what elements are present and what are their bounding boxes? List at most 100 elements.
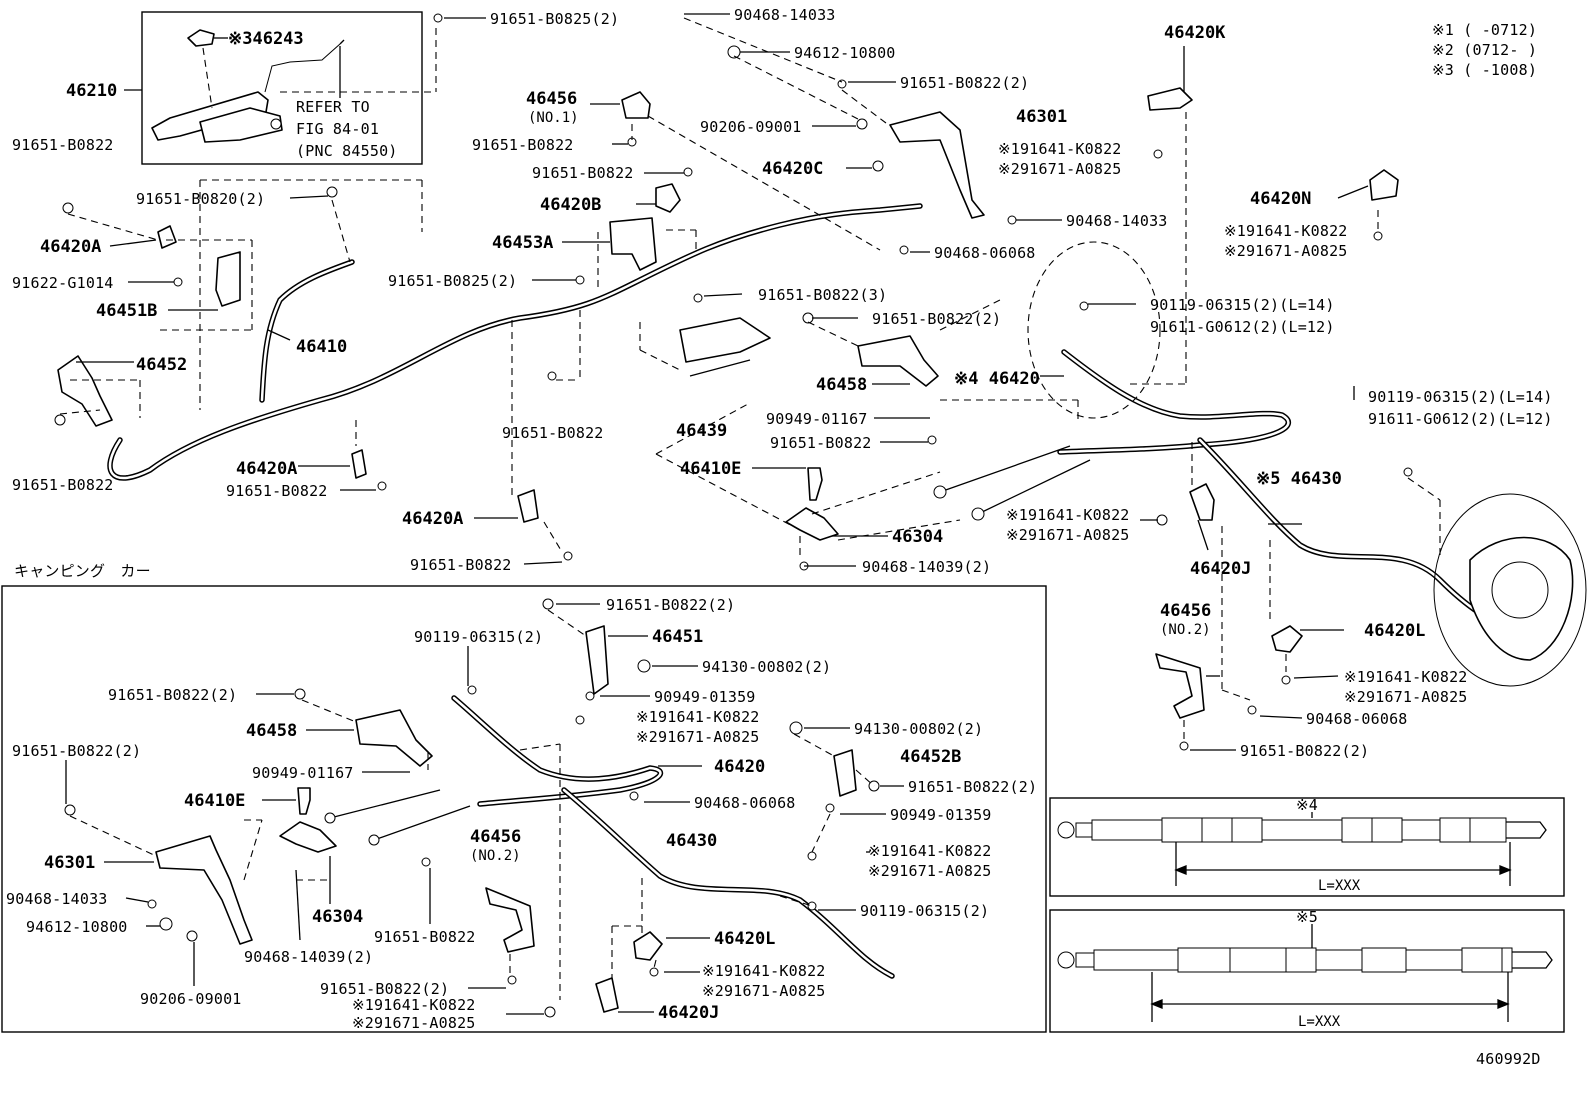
label-46439: 46439 <box>676 421 727 441</box>
c-label-k0822a: ※191641-K0822 <box>636 708 760 726</box>
label-46420L: 46420L <box>1364 621 1425 641</box>
label-b0822c: 91651-B0822 <box>532 164 634 182</box>
bracket-46420J-icon <box>1189 483 1215 521</box>
bracket-46420L-icon <box>1271 625 1303 653</box>
rear-cable-46420-icon <box>1057 349 1292 455</box>
camper-bracket-46456-icon <box>485 887 535 953</box>
c-label-06315b: 90119-06315(2) <box>860 902 989 920</box>
label-k0822d: ※191641-K0822 <box>1344 668 1468 686</box>
label-b0822-2b: 91651-B0822(2) <box>872 310 1001 328</box>
camper-bracket-46452B-icon <box>833 749 857 797</box>
label-b0822f: 91651-B0822 <box>12 476 114 494</box>
label-b0820: 91651-B0820(2) <box>136 190 265 208</box>
c-label-46420: 46420 <box>714 757 765 777</box>
label-a0825b: ※291671-A0825 <box>1224 242 1348 260</box>
detail-4-length: L=XXX <box>1318 878 1361 894</box>
main-labels: ※1 ( -0712) ※2 (0712- ) ※3 ( -1008) 4621… <box>12 6 1553 760</box>
label-06315a: 90119-06315(2)(L=14) <box>1150 296 1335 314</box>
main-leader-lines <box>76 13 1369 751</box>
c-label-46420J: 46420J <box>658 1003 719 1023</box>
bracket-46301-icon <box>889 111 985 219</box>
label-no2a: (NO.2) <box>1160 622 1211 638</box>
c-label-14033: 90468-14033 <box>6 890 108 908</box>
refer-line-2: FIG 84-01 <box>296 120 379 138</box>
c-label-b0822-2b: 91651-B0822(2) <box>108 686 237 704</box>
camper-lever-46304-icon <box>279 821 337 853</box>
camper-section-box <box>1 585 1047 1033</box>
lever-inset-box <box>141 11 423 165</box>
figure-id: 460992D <box>1476 1050 1541 1068</box>
label-g0612b: 91611-G0612(2)(L=12) <box>1368 410 1553 428</box>
label-46304: 46304 <box>892 527 943 547</box>
label-46456-no2: 46456 <box>1160 601 1211 621</box>
camper-labels: 91651-B0822(2) 46451 90119-06315(2) 9413… <box>6 596 1037 1032</box>
label-b0822-2c: 91651-B0822(2) <box>1240 742 1369 760</box>
label-14033a: 90468-14033 <box>734 6 836 24</box>
c-label-09001: 90206-09001 <box>140 990 242 1008</box>
cable-detail-4-icon <box>1057 817 1547 843</box>
bracket-46453A-icon <box>609 217 657 271</box>
c-label-b0822-2c: 91651-B0822(2) <box>12 742 141 760</box>
c-label-k0822d: ※191641-K0822 <box>352 996 476 1014</box>
label-09001a: 90206-09001 <box>700 118 802 136</box>
bracket-46420A-3-icon <box>517 489 539 523</box>
c-label-a0825a: ※291671-A0825 <box>636 728 760 746</box>
bracket-46456-icon <box>621 91 651 119</box>
label-46410E: 46410E <box>680 459 741 479</box>
label-b0822-3: 91651-B0822(3) <box>758 286 887 304</box>
label-g0612a: 91611-G0612(2)(L=12) <box>1150 318 1335 336</box>
label-46458: 46458 <box>816 375 867 395</box>
c-label-01167: 90949-01167 <box>252 764 354 782</box>
refer-line-1: REFER TO <box>296 98 370 116</box>
detail-5-box <box>1049 909 1565 1033</box>
label-94612a: 94612-10800 <box>794 44 896 62</box>
clip-46410E-icon <box>807 467 823 501</box>
bracket-46456-no2-icon <box>1155 653 1205 719</box>
label-k0822b: ※191641-K0822 <box>1224 222 1348 240</box>
rear-cable-46430-icon <box>1197 437 1513 633</box>
label-46453A: 46453A <box>492 233 553 253</box>
camper-bracket-46301-icon <box>155 835 253 945</box>
detail-5-title: ※5 <box>1296 908 1318 926</box>
label-46420J: 46420J <box>1190 559 1251 579</box>
camper-rod-2-icon <box>373 805 471 841</box>
detail-5-length: L=XXX <box>1298 1014 1341 1030</box>
camper-cable-46420-icon <box>451 695 664 807</box>
bracket-46458-icon <box>857 335 939 387</box>
c-label-01359b: 90949-01359 <box>890 806 992 824</box>
c-label-46301: 46301 <box>44 853 95 873</box>
label-k0822a: ※191641-K0822 <box>998 140 1122 158</box>
note-1: ※1 ( -0712) <box>1432 21 1537 39</box>
refer-line-3: (PNC 84550) <box>296 142 398 160</box>
label-b0822e: 91651-B0822 <box>502 424 604 442</box>
c-label-14039: 90468-14039(2) <box>244 948 373 966</box>
label-46420A-2: 46420A <box>236 459 297 479</box>
c-label-a0825c: ※291671-A0825 <box>702 982 826 1000</box>
detail-4-box <box>1049 797 1565 897</box>
lever-46304-icon <box>785 507 839 541</box>
cable-46410-branch-icon <box>259 259 355 403</box>
c-label-00802a: 94130-00802(2) <box>702 658 831 676</box>
label-46420: ※4 46420 <box>954 369 1040 389</box>
label-a0825d: ※291671-A0825 <box>1344 688 1468 706</box>
label-46451B: 46451B <box>96 301 157 321</box>
c-label-06068: 90468-06068 <box>694 794 796 812</box>
label-a0825a: ※291671-A0825 <box>998 160 1122 178</box>
label-b0825-2b: 91651-B0825(2) <box>388 272 517 290</box>
label-46210: 46210 <box>66 81 117 101</box>
label-b0822a: 91651-B0822 <box>12 136 114 154</box>
parking-brake-lever-icon <box>151 29 345 143</box>
bracket-46420B-icon <box>655 183 681 213</box>
label-a0825c: ※291671-A0825 <box>1006 526 1130 544</box>
c-label-46451: 46451 <box>652 627 703 647</box>
c-label-b0822: 91651-B0822 <box>374 928 476 946</box>
label-b0822-2a: 91651-B0822(2) <box>900 74 1029 92</box>
label-06068b: 90468-06068 <box>1306 710 1408 728</box>
note-2: ※2 (0712- ) <box>1432 41 1537 59</box>
c-label-01359a: 90949-01359 <box>654 688 756 706</box>
c-label-46452B: 46452B <box>900 747 961 767</box>
c-label-b0822-2e: 91651-B0822(2) <box>320 980 449 998</box>
front-cable-46410-icon <box>107 203 923 481</box>
bracket-46420A-2-icon <box>351 449 367 479</box>
